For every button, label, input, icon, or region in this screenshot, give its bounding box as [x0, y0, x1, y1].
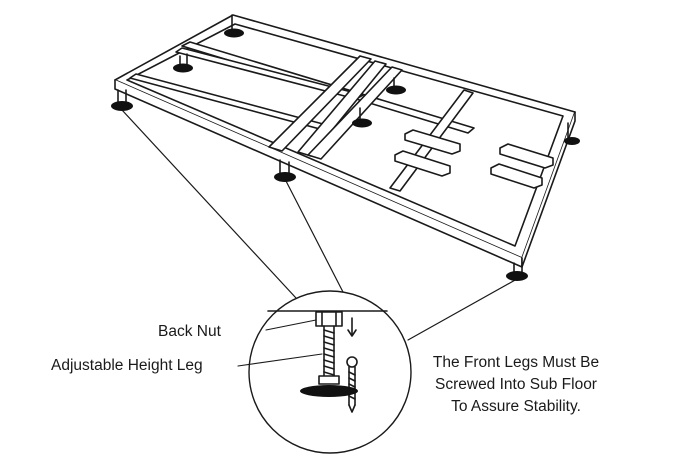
note-line-1: The Front Legs Must Be — [432, 354, 600, 371]
small-supports — [394, 129, 554, 189]
front-legs-note: The Front Legs Must Be Screwed Into Sub … — [402, 352, 630, 418]
back-nut-label: Back Nut — [158, 323, 221, 340]
note-line-3: To Assure Stability. — [451, 398, 581, 415]
feet-pads — [111, 28, 580, 397]
frame-outline — [114, 14, 576, 268]
detail-circle — [237, 290, 412, 454]
note-line-2: Screwed Into Sub Floor — [435, 376, 597, 393]
callout-lines — [121, 109, 518, 341]
cross-members — [268, 55, 474, 192]
adjustable-leg-label: Adjustable Height Leg — [51, 357, 203, 374]
